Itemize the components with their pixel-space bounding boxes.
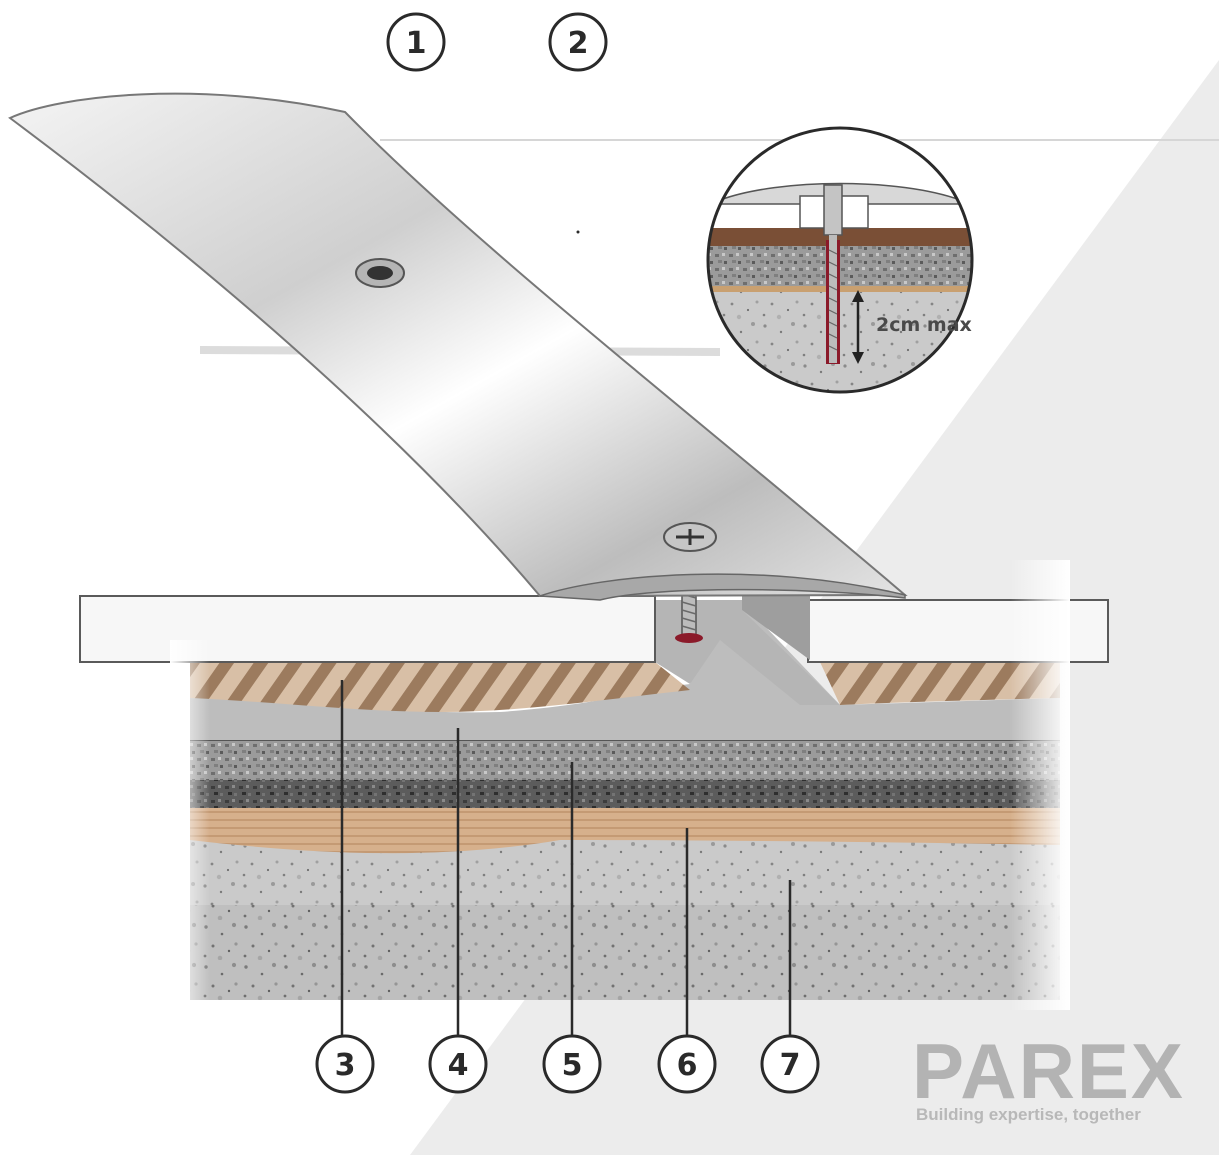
callout-7: 7 (760, 880, 820, 1094)
callout-4-number: 4 (448, 1048, 469, 1083)
layer-adhesive (190, 600, 1060, 740)
callout-4: 4 (428, 728, 488, 1094)
brand-name: PAREX (912, 1027, 1185, 1115)
callout-7-number: 7 (780, 1048, 801, 1083)
callout-5: 5 (542, 762, 602, 1094)
threshold-profile (8, 92, 908, 601)
callout-3-number: 3 (335, 1048, 356, 1083)
inset-measure-label: 2cm max (876, 314, 972, 336)
brand-logo: PAREX Building expertise, together (912, 1027, 1185, 1124)
profile-foot (742, 590, 810, 660)
layer-screed-dark (190, 780, 1060, 808)
callout-1: 1 (386, 12, 446, 72)
joint-gap (655, 600, 840, 705)
layer-slab-lower (190, 905, 1060, 1000)
callout-1-number: 1 (406, 26, 427, 61)
profile-edge (539, 573, 906, 601)
detail-inset: 2cm max (706, 126, 974, 394)
callout-5-number: 5 (562, 1048, 583, 1083)
layer-screed (190, 740, 1060, 780)
brand-tagline: Building expertise, together (916, 1105, 1141, 1124)
callout-2: 2 (548, 12, 608, 72)
floor-build-up (79, 577, 1109, 1000)
callout-2-number: 2 (568, 26, 589, 61)
tile-left (79, 595, 656, 663)
layer-primer (190, 808, 1060, 854)
profile-body (8, 92, 908, 598)
layer-underlay-left (190, 662, 690, 712)
callout-3: 3 (315, 680, 375, 1094)
screw-plug (675, 633, 703, 643)
inset-frame (706, 126, 974, 394)
callout-2-dot (576, 230, 580, 234)
callout-6: 6 (657, 828, 717, 1094)
callout-6-number: 6 (677, 1048, 698, 1083)
layer-underlay-right (820, 662, 1060, 705)
